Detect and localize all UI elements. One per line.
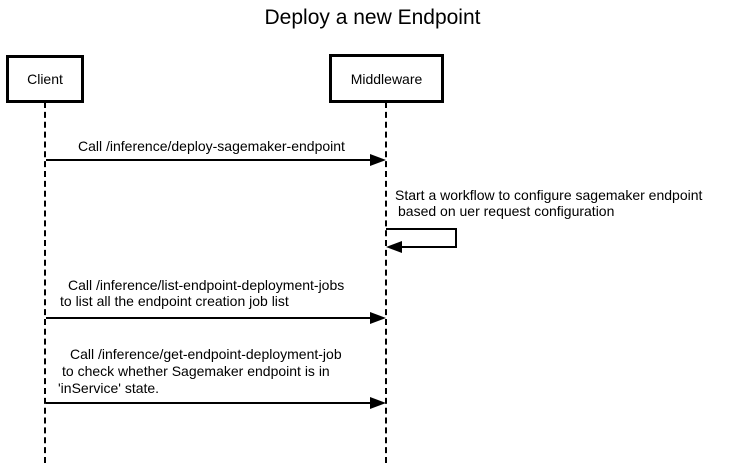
message-1-line-1: Call /inference/deploy-sagemaker-endpoin… <box>78 138 345 154</box>
message-2-selfloop-bottom-line <box>400 246 457 248</box>
message-4-label: Call /inference/get-endpoint-deployment-… <box>58 346 342 397</box>
message-3-line-2: to list all the endpoint creation job li… <box>60 293 289 309</box>
message-2-line-2: based on uer request configuration <box>398 203 615 219</box>
message-4-arrow-line <box>46 402 371 404</box>
actor-box-client: Client <box>6 55 84 103</box>
lifeline-client <box>44 102 46 463</box>
actor-label-client: Client <box>27 71 63 87</box>
message-2-selfloop-top-line <box>386 228 457 230</box>
message-3-line-1: Call /inference/list-endpoint-deployment… <box>68 277 345 293</box>
message-4-line-1: Call /inference/get-endpoint-deployment-… <box>70 346 342 362</box>
message-2-line-1: Start a workflow to configure sagemaker … <box>395 187 703 203</box>
message-4-arrowhead-icon <box>370 397 386 409</box>
message-4-line-3: 'inService' state. <box>58 380 160 396</box>
message-2-label: Start a workflow to configure sagemaker … <box>395 187 702 219</box>
message-4-line-2: to check whether Sagemaker endpoint is i… <box>62 363 330 379</box>
diagram-title: Deploy a new Endpoint <box>264 6 481 29</box>
message-1-arrowhead-icon <box>370 154 386 166</box>
lifeline-middleware <box>385 102 387 463</box>
actor-label-middleware: Middleware <box>350 70 423 87</box>
message-2-selfloop-right-line <box>455 228 457 248</box>
message-3-arrowhead-icon <box>370 312 386 324</box>
actor-box-middleware: Middleware <box>329 54 444 103</box>
message-3-label: Call /inference/list-endpoint-deployment… <box>60 277 344 309</box>
message-1-label: Call /inference/deploy-sagemaker-endpoin… <box>78 138 345 154</box>
message-1-arrow-line <box>46 159 371 161</box>
message-2-arrowhead-icon <box>386 241 402 253</box>
message-3-arrow-line <box>46 317 371 319</box>
